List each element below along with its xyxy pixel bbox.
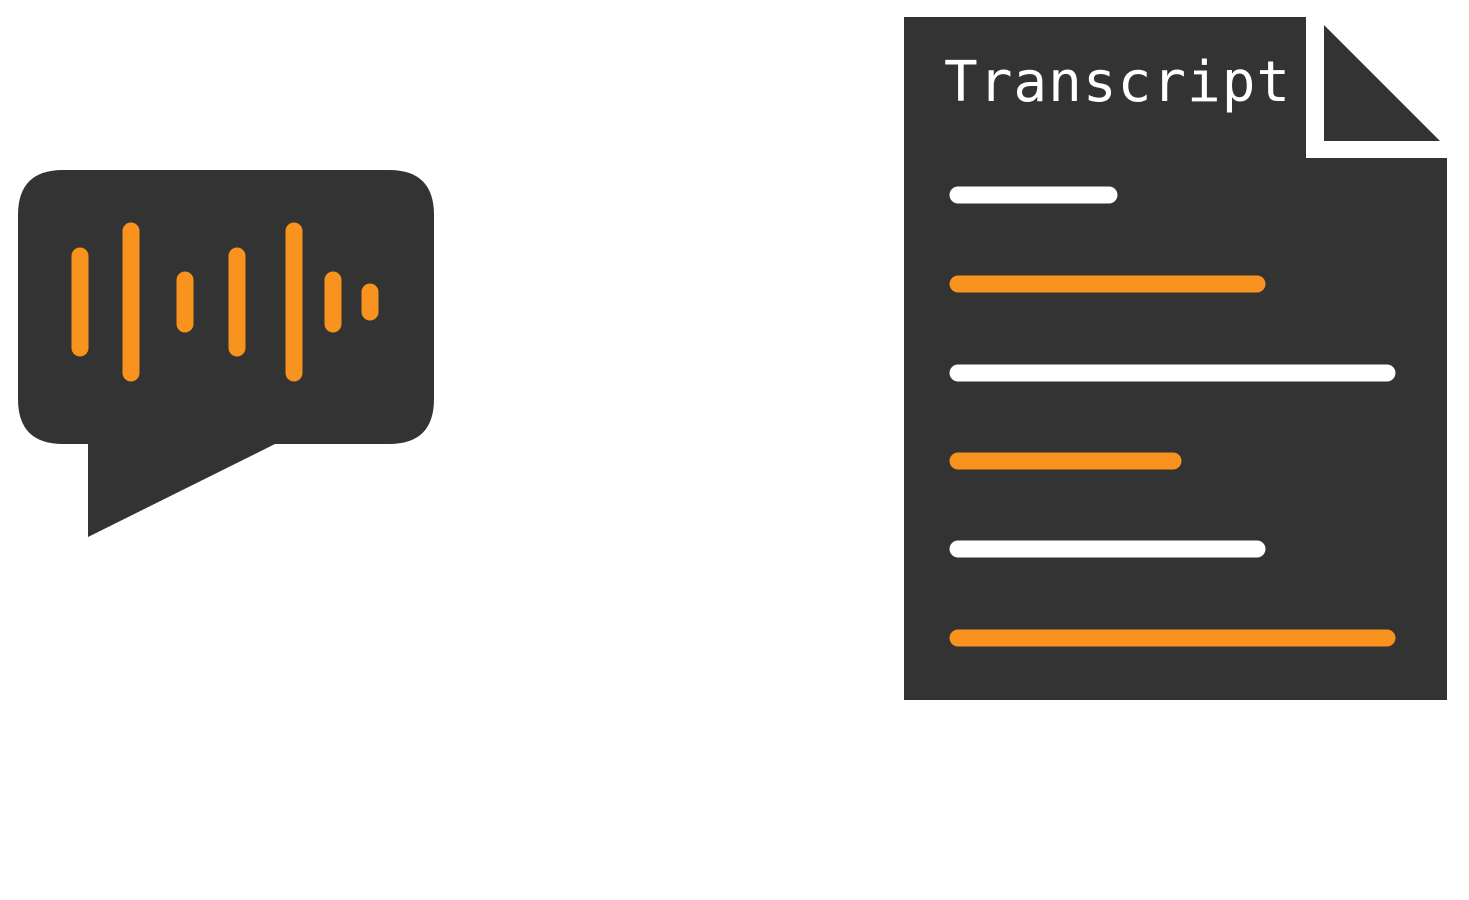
audio-waveform-speech-bubble-icon (18, 170, 434, 537)
document-folded-corner (1324, 25, 1440, 141)
transcript-document-icon: Transcript (904, 17, 1447, 700)
waveform (71, 222, 379, 382)
document-lines (949, 186, 1396, 647)
speech-bubble-shape (18, 170, 434, 537)
document-title: Transcript (944, 50, 1291, 115)
